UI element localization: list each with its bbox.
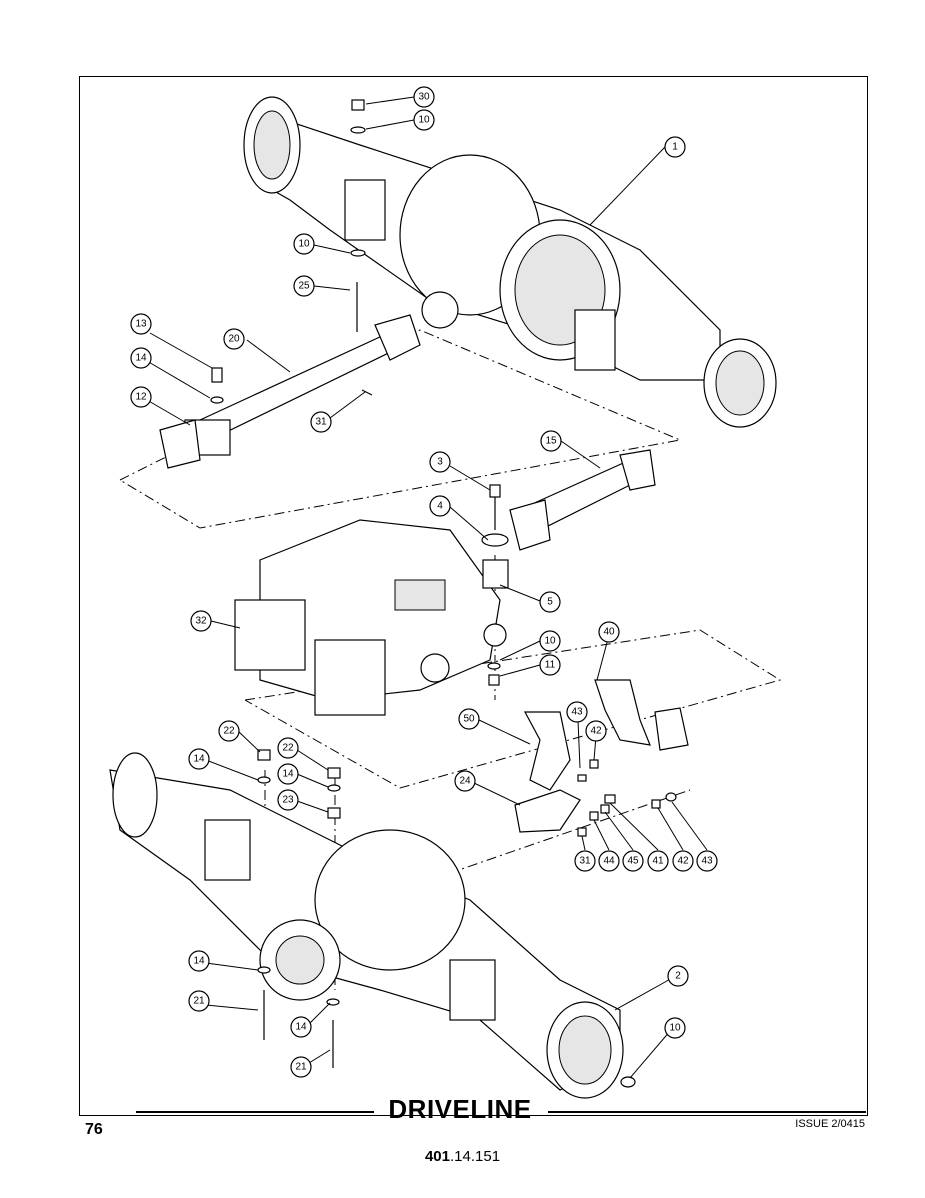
callout-5: 5 xyxy=(539,591,561,613)
callout-40: 40 xyxy=(598,621,620,643)
callout-20: 20 xyxy=(223,328,245,350)
guard-brackets xyxy=(514,679,689,833)
svg-text:10: 10 xyxy=(418,115,430,126)
callout-14: 14 xyxy=(290,1016,312,1038)
svg-text:10: 10 xyxy=(669,1023,681,1034)
page-title: DRIVELINE xyxy=(388,1094,532,1124)
callout-22: 22 xyxy=(218,720,240,742)
callout-21: 21 xyxy=(188,990,210,1012)
callout-3: 3 xyxy=(429,451,451,473)
callout-31: 31 xyxy=(310,411,332,433)
svg-text:21: 21 xyxy=(295,1062,307,1073)
svg-text:23: 23 xyxy=(282,795,294,806)
callout-24: 24 xyxy=(454,770,476,792)
callout-43: 43 xyxy=(696,850,718,872)
svg-text:22: 22 xyxy=(282,743,294,754)
svg-text:5: 5 xyxy=(547,597,553,608)
svg-text:4: 4 xyxy=(437,501,443,512)
svg-text:3: 3 xyxy=(437,457,443,468)
rear-axle-assembly xyxy=(109,752,624,1099)
callout-42: 42 xyxy=(585,720,607,742)
callout-11: 11 xyxy=(539,654,561,676)
callout-41: 41 xyxy=(647,850,669,872)
transmission-pumps xyxy=(234,519,507,716)
callout-12: 12 xyxy=(130,386,152,408)
svg-text:44: 44 xyxy=(603,856,615,867)
drive-shaft-rear xyxy=(509,449,656,551)
callout-31: 31 xyxy=(574,850,596,872)
svg-text:24: 24 xyxy=(459,776,471,787)
svg-text:22: 22 xyxy=(223,726,235,737)
svg-text:1: 1 xyxy=(672,142,678,153)
svg-text:11: 11 xyxy=(545,660,556,671)
mount-isolator xyxy=(481,484,509,589)
title-rule-right xyxy=(548,1111,866,1113)
svg-text:14: 14 xyxy=(282,769,294,780)
svg-text:41: 41 xyxy=(652,856,664,867)
svg-text:31: 31 xyxy=(579,856,591,867)
svg-text:43: 43 xyxy=(701,856,713,867)
callout-43: 43 xyxy=(566,701,588,723)
exploded-parts-diagram: 30 10 1 10 25 13 20 14 12 31 3 15 4 5 32… xyxy=(109,86,782,1099)
callout-13: 13 xyxy=(130,313,152,335)
callout-50: 50 xyxy=(458,708,480,730)
callout-44: 44 xyxy=(598,850,620,872)
callout-23: 23 xyxy=(277,789,299,811)
callout-1: 1 xyxy=(664,136,686,158)
callout-10: 10 xyxy=(293,233,315,255)
callout-15: 15 xyxy=(540,430,562,452)
fastener-hardware xyxy=(210,99,677,1088)
callout-32: 32 xyxy=(190,610,212,632)
svg-text:45: 45 xyxy=(627,856,639,867)
svg-text:50: 50 xyxy=(463,714,475,725)
svg-text:42: 42 xyxy=(677,856,689,867)
callout-10: 10 xyxy=(664,1017,686,1039)
callout-2: 2 xyxy=(667,965,689,987)
front-axle-assembly xyxy=(243,96,777,428)
svg-text:25: 25 xyxy=(298,281,310,292)
svg-text:42: 42 xyxy=(590,726,602,737)
callout-14: 14 xyxy=(188,950,210,972)
callout-4: 4 xyxy=(429,495,451,517)
svg-text:15: 15 xyxy=(545,436,557,447)
callout-22: 22 xyxy=(277,737,299,759)
svg-text:13: 13 xyxy=(135,319,147,330)
svg-text:43: 43 xyxy=(571,707,583,718)
callout-21: 21 xyxy=(290,1056,312,1078)
document-number: 401.14.151 xyxy=(0,1148,925,1165)
callout-14: 14 xyxy=(130,347,152,369)
title-rule-left xyxy=(136,1111,374,1113)
page-number: 76 xyxy=(85,1121,103,1138)
svg-text:31: 31 xyxy=(315,417,327,428)
svg-text:14: 14 xyxy=(193,754,205,765)
svg-text:12: 12 xyxy=(135,392,147,403)
svg-text:32: 32 xyxy=(195,616,207,627)
svg-text:40: 40 xyxy=(603,627,615,638)
leader-lines xyxy=(146,96,708,1079)
svg-text:10: 10 xyxy=(544,636,556,647)
callout-10: 10 xyxy=(413,109,435,131)
callout-14: 14 xyxy=(277,763,299,785)
svg-text:21: 21 xyxy=(193,996,205,1007)
svg-text:2: 2 xyxy=(675,971,681,982)
callout-10: 10 xyxy=(539,630,561,652)
callout-30: 30 xyxy=(413,86,435,108)
callout-25: 25 xyxy=(293,275,315,297)
document-number-suffix: .14.151 xyxy=(449,1148,501,1165)
svg-text:14: 14 xyxy=(193,956,205,967)
callout-42: 42 xyxy=(672,850,694,872)
svg-text:20: 20 xyxy=(228,334,240,345)
drive-shaft-front xyxy=(159,314,421,469)
callout-45: 45 xyxy=(622,850,644,872)
svg-text:10: 10 xyxy=(298,239,310,250)
issue-label: ISSUE 2/0415 xyxy=(795,1118,865,1130)
drawing-frame xyxy=(79,76,868,1116)
document-number-prefix: 401 xyxy=(424,1148,450,1165)
svg-text:14: 14 xyxy=(295,1022,307,1033)
svg-text:14: 14 xyxy=(135,353,147,364)
svg-text:30: 30 xyxy=(418,92,430,103)
callout-14: 14 xyxy=(188,748,210,770)
